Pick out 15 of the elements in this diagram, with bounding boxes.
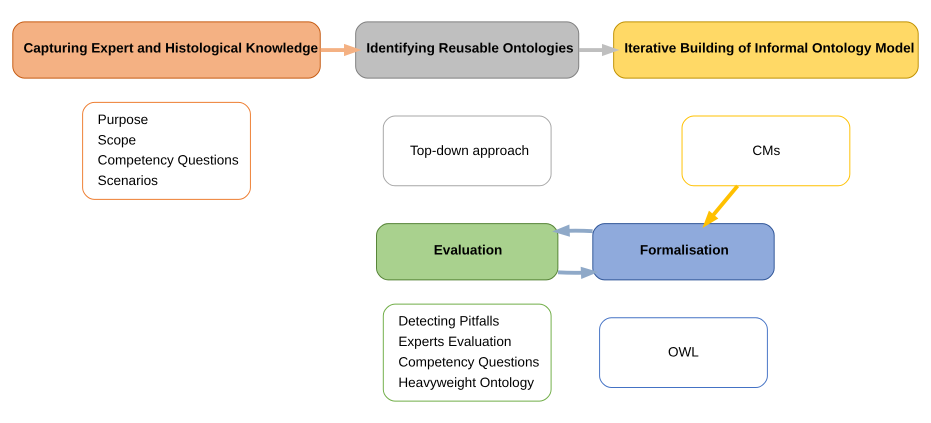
node-box: Identifying Reusable Ontologies bbox=[355, 21, 580, 79]
arrow bbox=[702, 184, 740, 228]
arrow bbox=[320, 44, 362, 56]
arrow bbox=[558, 266, 598, 279]
node-box: Detecting Pitfalls Experts Evaluation Competency Questions Heavyweight Ontology bbox=[382, 304, 552, 402]
node-box: Evaluation bbox=[376, 223, 558, 280]
node-box: Formalisation bbox=[592, 223, 775, 280]
arrow bbox=[552, 224, 593, 237]
arrow bbox=[578, 44, 620, 56]
node-box: CMs bbox=[682, 115, 850, 186]
node-box: Top-down approach bbox=[382, 115, 552, 186]
node-box: Iterative Building of Informal Ontology Model bbox=[613, 21, 919, 79]
node-box: Purpose Scope Competency Questions Scenarios bbox=[82, 102, 251, 200]
node-box: OWL bbox=[599, 317, 768, 388]
node-box: Capturing Expert and Histological Knowledge bbox=[12, 21, 321, 79]
